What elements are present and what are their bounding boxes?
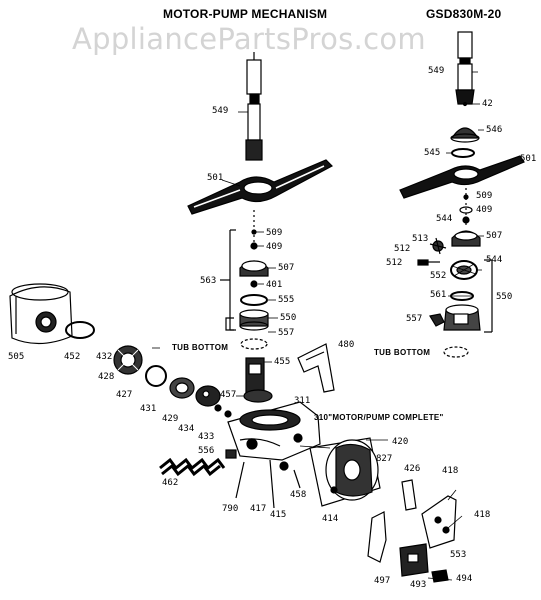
- right-housing-550: [443, 304, 481, 331]
- bracket-497: [367, 511, 387, 563]
- part-label-431: 431: [140, 404, 157, 414]
- part-label-417: 417: [250, 504, 267, 514]
- part-label-501-right: 501: [520, 154, 537, 164]
- leader-lines: [152, 71, 484, 581]
- impeller-428: [113, 345, 143, 375]
- part-label-494: 494: [456, 574, 473, 584]
- part-494: [431, 569, 449, 583]
- part-label-827: 827: [376, 454, 393, 464]
- clamp-452: [65, 321, 95, 339]
- seal-427: [145, 365, 167, 387]
- left-spray-arm-501: [187, 159, 333, 215]
- part-label-505: 505: [8, 352, 25, 362]
- right-spray-tube-549: [455, 31, 475, 105]
- part-label-497: 497: [374, 576, 391, 586]
- part-label-418-right: 418: [474, 510, 491, 520]
- fitting-556: [225, 449, 237, 459]
- part-label-426: 426: [404, 464, 421, 474]
- part-label-311: 311: [294, 396, 311, 406]
- left-hub-507: [239, 260, 269, 277]
- bearing-457: [243, 389, 273, 403]
- part-label-557: 557: [278, 328, 295, 338]
- housing-431: [169, 377, 195, 399]
- watermark: AppliancePartsPros.com: [72, 22, 426, 56]
- part-label-418: 418: [442, 466, 459, 476]
- part-label-409: 409: [266, 242, 283, 252]
- part-label-556: 556: [198, 446, 215, 456]
- part-label-452: 452: [64, 352, 81, 362]
- right-impeller-513: [429, 237, 447, 255]
- part-label-501: 501: [207, 173, 224, 183]
- model-number: GSD830M-20: [426, 7, 502, 21]
- part-label-428: 428: [98, 372, 115, 382]
- part-label-480: 480: [338, 340, 355, 350]
- part-label-549: 549: [212, 106, 229, 116]
- part-label-546: 546: [486, 125, 503, 135]
- filter-housing-505: [9, 283, 73, 345]
- part-label-509: 509: [266, 228, 283, 238]
- tub-bottom-left-label: TUB BOTTOM: [172, 343, 229, 352]
- part-label-434: 434: [178, 424, 195, 434]
- right-hub-507: [451, 230, 481, 247]
- page-title: MOTOR-PUMP MECHANISM: [163, 7, 328, 21]
- part-label-420: 420: [392, 437, 409, 447]
- part-label-432: 432: [96, 352, 113, 362]
- part-label-552: 552: [430, 271, 447, 281]
- part-label-544-right: 544: [486, 255, 503, 265]
- part-label-512-lower: 512: [386, 258, 403, 268]
- right-cone-546: [450, 127, 480, 143]
- part-label-563: 563: [200, 276, 217, 286]
- part-label-455: 455: [274, 357, 291, 367]
- left-housing-550: [239, 309, 269, 331]
- part-label-555: 555: [278, 295, 295, 305]
- part-label-42: 42: [482, 99, 493, 109]
- part-label-507: 507: [278, 263, 295, 273]
- hose-480: [297, 343, 335, 393]
- part-label-427: 427: [116, 390, 133, 400]
- part-label-550: 550: [280, 313, 297, 323]
- part-label-457: 457: [220, 390, 237, 400]
- part-label-557-right: 557: [406, 314, 423, 324]
- right-spray-arm-501: [399, 155, 525, 199]
- spring-462: [159, 457, 226, 477]
- left-spray-tube-549: [245, 52, 263, 161]
- switch-493: [399, 543, 429, 577]
- part-label-790: 790: [222, 504, 239, 514]
- part-label-553: 553: [450, 550, 467, 560]
- left-tube-455: [245, 357, 265, 395]
- part-label-401: 401: [266, 280, 283, 290]
- part-label-561: 561: [430, 290, 447, 300]
- motor-pump-complete-label: 310"MOTOR/PUMP COMPLETE": [314, 413, 444, 422]
- right-screw-512: [417, 259, 440, 266]
- bracket-426: [401, 479, 417, 511]
- impeller-429: [195, 385, 221, 407]
- part-label-509-right: 509: [476, 191, 493, 201]
- pump-body-311: [227, 401, 321, 461]
- part-label-550-right: 550: [496, 292, 513, 302]
- part-label-458: 458: [290, 490, 307, 500]
- part-label-414: 414: [322, 514, 339, 524]
- part-label-429: 429: [162, 414, 179, 424]
- part-label-433: 433: [198, 432, 215, 442]
- motor-827: [309, 437, 381, 507]
- tub-bottom-right-label: TUB BOTTOM: [374, 348, 431, 357]
- part-label-415: 415: [270, 510, 287, 520]
- part-label-409-right: 409: [476, 205, 493, 215]
- part-label-513: 513: [412, 234, 429, 244]
- right-gear-552: [450, 260, 478, 280]
- part-label-512: 512: [394, 244, 411, 254]
- part-label-507-right: 507: [486, 231, 503, 241]
- part-label-462: 462: [162, 478, 179, 488]
- part-label-545: 545: [424, 148, 441, 158]
- part-label-549-right: 549: [428, 66, 445, 76]
- part-label-493: 493: [410, 580, 427, 590]
- bracket-418: [421, 495, 457, 549]
- right-valve-557: [429, 313, 445, 327]
- part-label-544: 544: [436, 214, 453, 224]
